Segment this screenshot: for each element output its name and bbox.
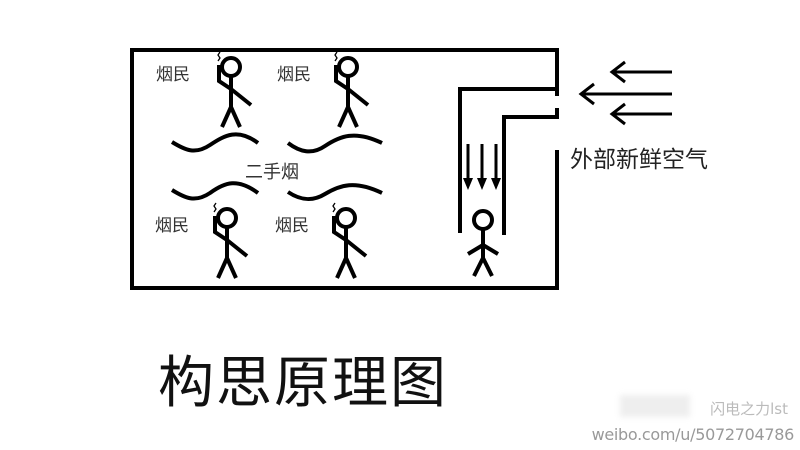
smoker-label: 烟民 bbox=[275, 216, 309, 236]
smoker-figure bbox=[333, 50, 370, 129]
watermark-name: 闪电之力lst bbox=[710, 400, 788, 418]
down-arrows bbox=[466, 144, 498, 180]
smoker-figure bbox=[216, 50, 253, 129]
smoker-figure bbox=[212, 201, 249, 280]
smoker-figure bbox=[331, 201, 368, 280]
smoker-label: 烟民 bbox=[155, 216, 189, 236]
room-wall bbox=[130, 48, 559, 290]
down-arrow-heads bbox=[463, 178, 501, 190]
diagram-title: 构思原理图 bbox=[158, 351, 448, 416]
fresh-air-label: 外部新鲜空气 bbox=[570, 147, 708, 173]
fresh-air-arrows bbox=[578, 60, 672, 126]
second-hand-smoke-label: 二手烟 bbox=[245, 162, 299, 183]
smoker-label: 烟民 bbox=[156, 65, 190, 85]
watermark-blur bbox=[620, 395, 690, 417]
person-figure bbox=[466, 209, 500, 278]
smoker-label: 烟民 bbox=[277, 65, 311, 85]
duct-outer bbox=[458, 87, 556, 233]
smoke-waves bbox=[170, 132, 383, 201]
watermark-url: weibo.com/u/5072704786 bbox=[591, 425, 795, 444]
duct-inner bbox=[502, 115, 556, 235]
